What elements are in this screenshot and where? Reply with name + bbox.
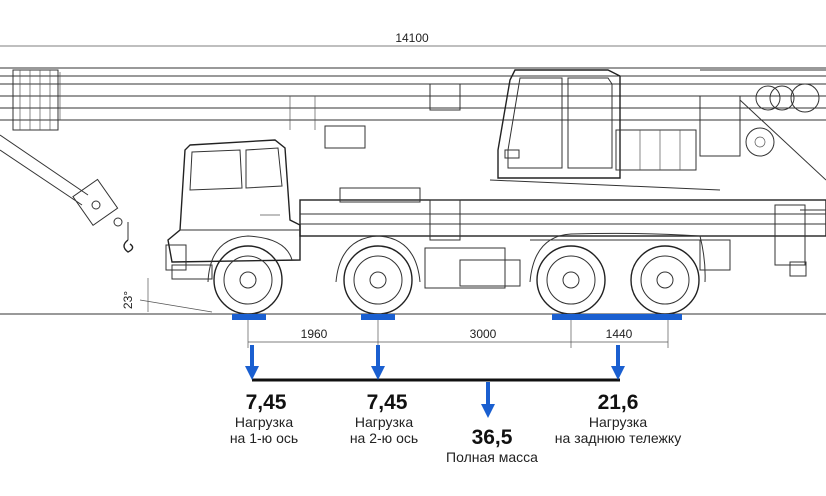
load-label-axle-1: 7,45 Нагрузка на 1-ю ось <box>230 391 298 446</box>
ground-line: 23° <box>0 278 826 315</box>
chassis-frame <box>299 187 826 289</box>
load-label-total: 36,5 Полная масса <box>446 426 538 465</box>
crane-cabin <box>489 69 826 191</box>
hook-assembly <box>0 134 134 253</box>
load-value-axle-1: 7,45 <box>246 391 287 414</box>
wheel-4 <box>630 245 700 315</box>
load-caption-rear-bogie-line2: на заднюю тележку <box>555 430 681 446</box>
load-caption-axle-2-line1: Нагрузка <box>355 414 413 430</box>
dim-axle-2-bogie: 3000 <box>470 327 497 341</box>
load-value-axle-2: 7,45 <box>367 391 408 414</box>
pad-axle-1 <box>232 314 266 320</box>
arrow-total <box>481 382 495 418</box>
total-mass-caption: Полная масса <box>446 449 538 465</box>
truck-cab <box>165 139 301 280</box>
load-value-rear-bogie: 21,6 <box>598 391 639 414</box>
arrow-axle-2 <box>371 345 385 380</box>
wheels <box>207 232 706 315</box>
overall-dimension: 14100 <box>0 31 826 47</box>
arrow-rear-bogie <box>611 345 625 380</box>
dim-axle-1-2: 1960 <box>301 327 328 341</box>
dim-bogie-base: 1440 <box>606 327 633 341</box>
contact-pads <box>232 314 682 320</box>
load-label-rear-bogie: 21,6 Нагрузка на заднюю тележку <box>555 391 681 446</box>
load-label-axle-2: 7,45 Нагрузка на 2-ю ось <box>350 391 418 446</box>
overall-length-text: 14100 <box>395 31 429 45</box>
pad-rear-bogie <box>552 314 682 320</box>
crane-boom <box>0 67 826 149</box>
arrow-axle-1 <box>245 345 259 380</box>
wheel-2 <box>343 245 413 315</box>
load-caption-rear-bogie-line1: Нагрузка <box>589 414 647 430</box>
wheel-1 <box>213 245 283 315</box>
wheel-3 <box>536 245 606 315</box>
pad-axle-2 <box>361 314 395 320</box>
load-caption-axle-1-line2: на 1-ю ось <box>230 430 298 446</box>
wheelbase-dimensions: 1960 3000 1440 <box>247 320 669 348</box>
load-caption-axle-2-line2: на 2-ю ось <box>350 430 418 446</box>
total-mass-value: 36,5 <box>472 426 513 449</box>
load-arrows <box>245 345 625 418</box>
approach-angle-text: 23° <box>121 291 135 309</box>
load-caption-axle-1-line1: Нагрузка <box>235 414 293 430</box>
